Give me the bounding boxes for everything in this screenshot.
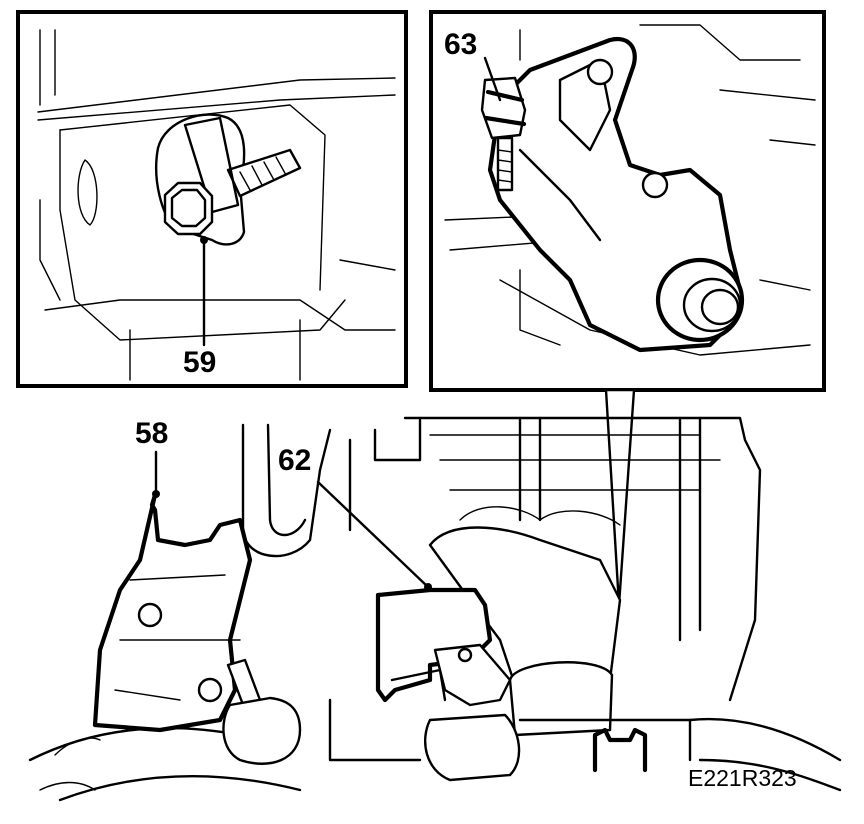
callout-62-label: 62 xyxy=(278,444,311,477)
left-inset: 59 xyxy=(16,10,408,388)
inset-pointer-wedge xyxy=(604,388,636,607)
right-inset-artwork xyxy=(444,24,816,356)
callout-63-label: 63 xyxy=(444,28,477,61)
callout-59-label: 59 xyxy=(183,346,216,379)
callout-62-dot xyxy=(424,583,432,591)
right-inset: 63 xyxy=(429,10,826,392)
callout-63-leader xyxy=(483,56,502,102)
main-view-artwork xyxy=(28,416,842,802)
callout-58-label: 58 xyxy=(135,417,168,450)
callout-62-leader xyxy=(316,480,430,589)
left-inset-artwork xyxy=(37,29,396,381)
callout-58-dot xyxy=(152,490,160,498)
figure-reference-code: E221R323 xyxy=(688,765,797,791)
